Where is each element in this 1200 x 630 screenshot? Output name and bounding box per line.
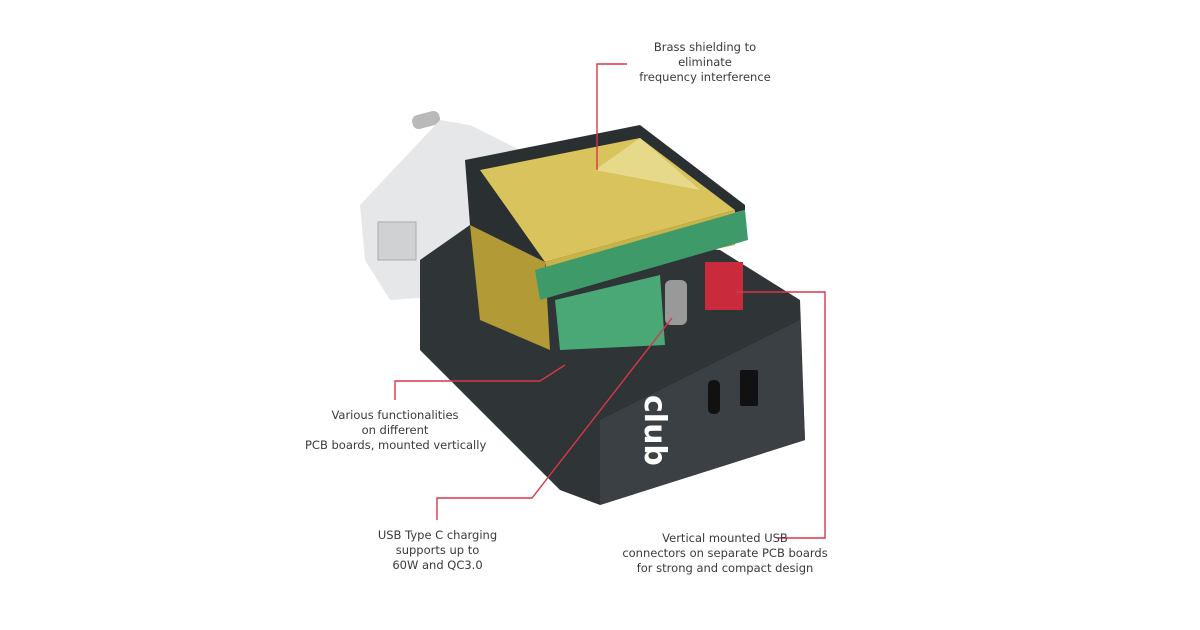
- callout-vertical-usb: Vertical mounted USB connectors on separ…: [622, 531, 828, 575]
- callout-lines: [394, 63, 826, 539]
- callout-usb-type-c: USB Type C charging supports up to 60W a…: [377, 528, 498, 572]
- callout-line-usb: [737, 291, 826, 539]
- callout-pcb-boards: Various functionalities on different PCB…: [305, 408, 487, 452]
- pcb-boards: [535, 210, 748, 350]
- callout-line-usbc: [436, 317, 673, 520]
- callout-line-brass: [596, 63, 627, 170]
- callout-line-pcb: [394, 364, 566, 400]
- club3d-logo: club: [637, 395, 672, 466]
- callout-brass-shielding: Brass shielding to eliminate frequency i…: [639, 40, 771, 84]
